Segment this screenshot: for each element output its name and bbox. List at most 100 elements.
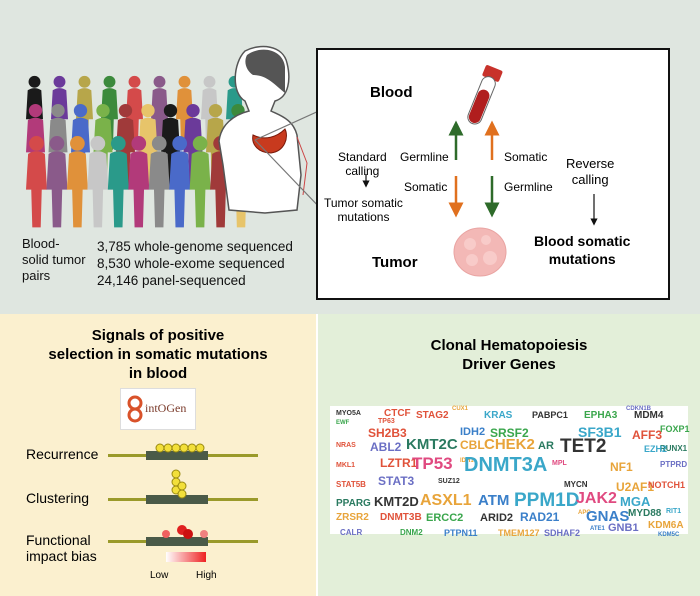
gene-label: U2AF1 — [616, 480, 655, 494]
gene-label: APC — [578, 510, 591, 516]
person-silhouette — [26, 136, 47, 228]
gene-label: MKL1 — [336, 462, 356, 469]
gene-label: TET2 — [560, 436, 607, 457]
gene-label: GNAS — [586, 508, 630, 525]
gene-label: NF1 — [610, 460, 633, 474]
pairs-label: Blood- solid tumor pairs — [22, 236, 86, 283]
blood-tube-icon — [467, 65, 503, 125]
blood-somatic-label: Blood somatic mutations — [534, 233, 631, 267]
gene-label: ERCC2 — [426, 512, 464, 524]
gene-label: PABPC1 — [532, 410, 568, 420]
gene-label: EPHA3 — [584, 410, 618, 421]
person-silhouette — [161, 103, 180, 187]
person-silhouette — [201, 75, 218, 150]
gene-label: JAK2 — [576, 490, 617, 507]
gene-label: ATM — [478, 492, 510, 509]
gene-label: MYO5A — [336, 410, 361, 417]
gene-label: MDM4 — [634, 410, 664, 421]
gene-label: CUX1 — [452, 406, 469, 412]
germline-left-label: Germline — [400, 150, 449, 164]
gene-label: KRAS — [484, 410, 513, 421]
blood-label: Blood — [370, 84, 413, 101]
gene-label: FOXP1 — [660, 424, 690, 434]
gene-label: RAD21 — [520, 510, 560, 524]
gene-label: ARID2 — [480, 512, 514, 524]
woman-outline-illustration — [218, 45, 308, 214]
legend-high: High — [196, 570, 217, 581]
row-label-clustering: Clustering — [26, 490, 90, 506]
gene-label: KDM6A — [648, 520, 684, 531]
gene-label: ATE1 — [590, 526, 605, 532]
gene-label: IDH2 — [460, 426, 486, 438]
gene-label: CHEK2 — [484, 436, 535, 453]
gene-label: KDM5C — [658, 532, 680, 538]
person-silhouette — [101, 75, 118, 150]
gene-label: MGA — [620, 494, 651, 509]
row-label-functional-impact: Functional impact bias — [26, 532, 97, 564]
intogen-logo-icon — [127, 395, 143, 423]
person-silhouette — [87, 136, 109, 228]
gene-label: CDKN1B — [626, 406, 652, 412]
gene-label: SRSF2 — [490, 426, 529, 440]
somatic-left-label: Somatic — [404, 180, 448, 194]
gene-label: ASXL1 — [420, 492, 472, 509]
person-silhouette — [116, 103, 135, 187]
gene-label: GNB1 — [608, 522, 639, 534]
gene-label: IDH1 — [460, 458, 474, 464]
person-silhouette — [46, 136, 68, 228]
person-silhouette — [128, 136, 150, 228]
gene-label: SH2B3 — [368, 426, 407, 440]
row-label-recurrence: Recurrence — [26, 446, 99, 462]
person-silhouette — [148, 136, 170, 228]
gene-label: RUNX1 — [660, 444, 688, 453]
gene-label: STAG2 — [416, 410, 449, 421]
count-panel: 24,146 panel-sequenced — [97, 273, 246, 288]
person-silhouette — [93, 103, 113, 187]
gene-label: LZTR1 — [380, 456, 418, 470]
tumor-somatic-label: Tumor somatic mutations — [324, 196, 403, 224]
gene-label: EZH2 — [644, 444, 668, 454]
gene-label: AR — [538, 440, 554, 452]
gene-label: PTPN11 — [444, 528, 478, 538]
gene-label: KMT2D — [374, 494, 419, 509]
person-silhouette — [66, 136, 88, 228]
gene-label: MYCN — [564, 480, 588, 489]
gene-label: MPL — [552, 460, 567, 467]
legend-low: Low — [150, 570, 169, 581]
standard-calling-label: Standard calling — [338, 150, 387, 178]
gene-label: STAT5B — [336, 480, 366, 489]
gene-label: DNMT3A — [464, 454, 548, 476]
person-silhouette — [189, 136, 211, 228]
calling-flow-box: Blood Tumor — [316, 48, 670, 300]
person-silhouette — [107, 136, 129, 228]
gene-label: MYD88 — [628, 508, 662, 519]
person-silhouette — [176, 75, 193, 150]
top-panel: Blood- solid tumor pairs 3,785 whole-gen… — [0, 0, 700, 314]
gene-label: DNMT3B — [380, 512, 422, 523]
count-wes: 8,530 whole-exome sequenced — [97, 256, 285, 271]
reverse-calling-label: Reverse calling — [566, 156, 615, 187]
gene-label: SUZ12 — [438, 478, 460, 485]
gene-label: STAT3 — [378, 474, 415, 488]
person-silhouette — [151, 75, 168, 150]
intogen-logo: intOGen — [120, 388, 196, 430]
gene-label: TP53 — [412, 454, 453, 473]
positive-selection-panel: Signals of positive selection in somatic… — [0, 314, 316, 596]
somatic-right-label: Somatic — [504, 150, 548, 164]
gene-label: SDHAF2 — [544, 528, 581, 538]
sequencing-counts: 3,785 whole-genome sequenced 8,530 whole… — [97, 238, 293, 289]
gene-label: TMEM127 — [498, 528, 540, 538]
gene-label: NRAS — [336, 442, 356, 449]
gene-label: CALR — [340, 528, 363, 537]
gene-label: PPM1D — [514, 490, 580, 511]
intogen-logo-text: intOGen — [145, 401, 187, 415]
gene-label: ZRSR2 — [336, 512, 369, 523]
gene-label: AFF3 — [632, 428, 662, 442]
flow-arrows — [362, 120, 598, 226]
gene-label: DNM2 — [400, 528, 423, 537]
person-silhouette — [169, 136, 191, 228]
germline-right-label: Germline — [504, 180, 553, 194]
tumor-tissue-icon — [453, 227, 507, 277]
person-silhouette — [126, 75, 143, 150]
